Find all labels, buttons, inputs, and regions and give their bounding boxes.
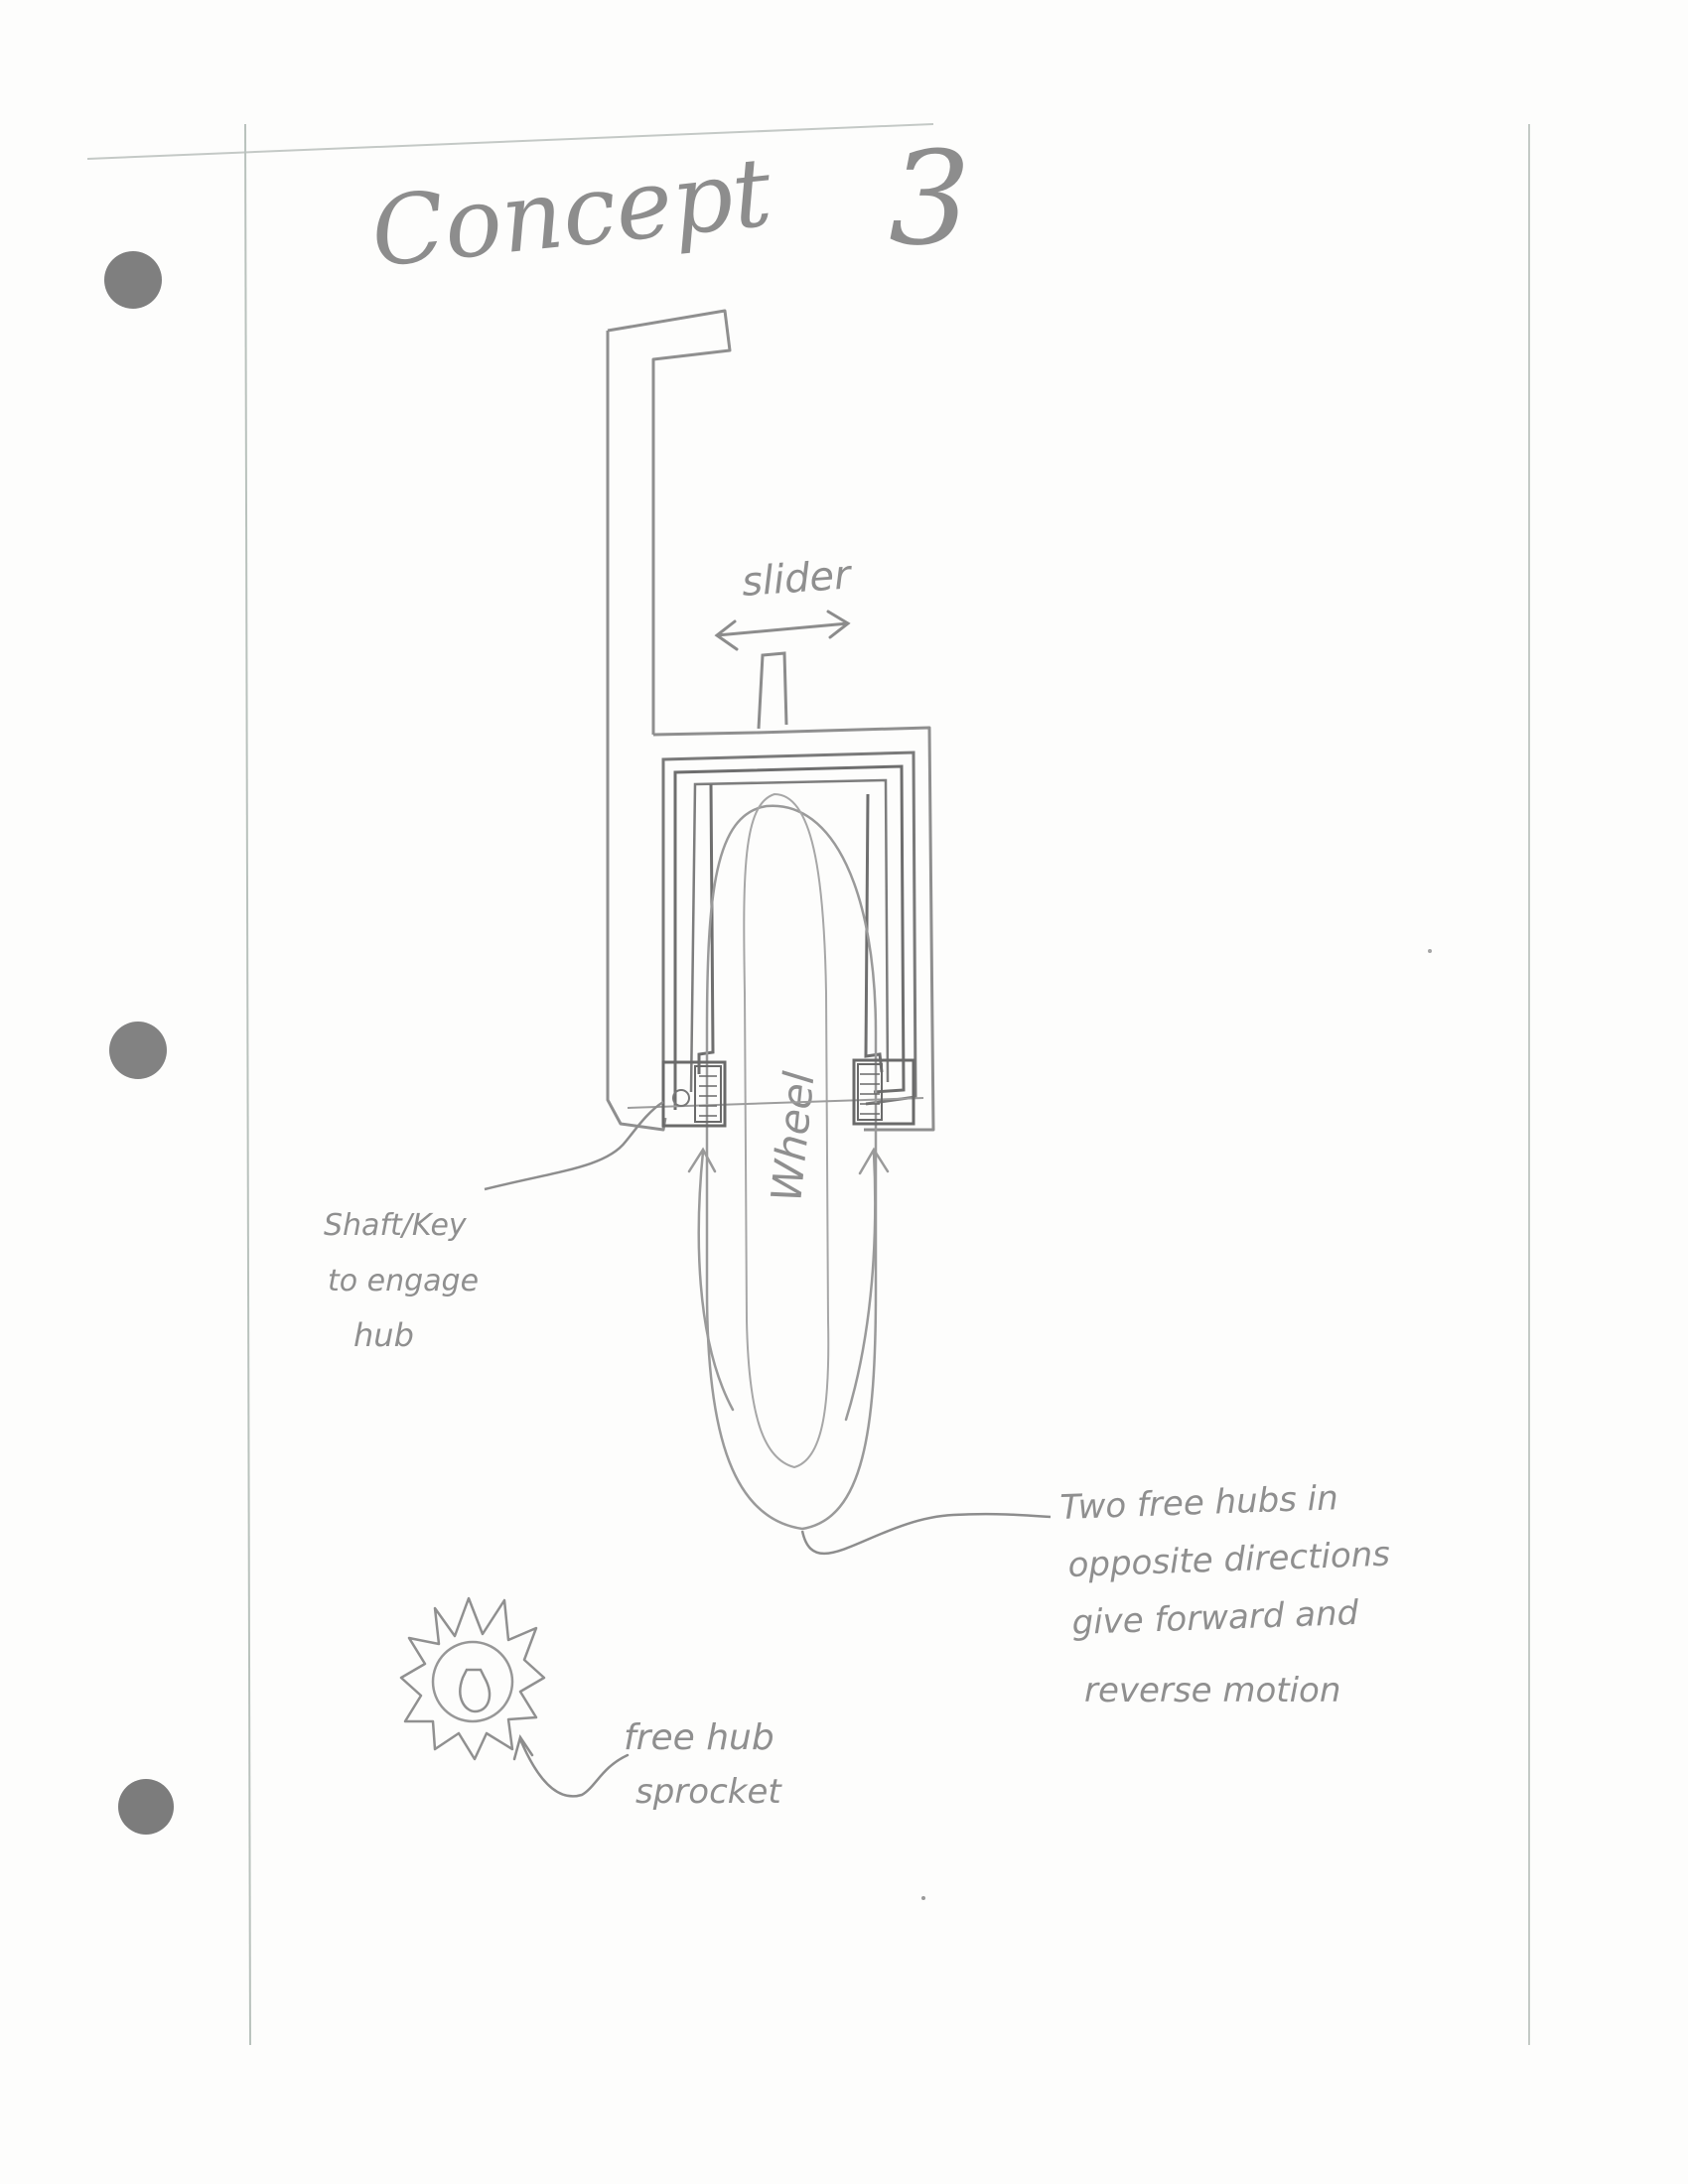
sprocket-label-line2: sprocket	[635, 1772, 782, 1812]
shaft-key-label-line3: hub	[353, 1316, 414, 1354]
top-rule-line	[87, 124, 933, 159]
slider-knob	[759, 653, 786, 729]
shaft-key-leader	[485, 1102, 663, 1189]
two-hubs-label-line2: opposite directions	[1067, 1535, 1391, 1585]
two-hubs-label-line3: give forward and	[1071, 1593, 1359, 1643]
shaft-key-label-line2: to engage	[328, 1264, 479, 1298]
page-title: Concept	[366, 136, 777, 289]
two-hubs-label-line1: Two free hubs in	[1059, 1478, 1338, 1528]
concept-number: 3	[889, 123, 971, 274]
left-free-hub	[663, 1062, 725, 1126]
sprocket-label-line1: free hub	[624, 1717, 774, 1758]
left-margin-line	[245, 124, 250, 2045]
punch-hole-bottom	[118, 1779, 174, 1835]
shaft-key-label-line1: Shaft/Key	[324, 1208, 468, 1243]
punch-hole-middle	[109, 1022, 167, 1079]
two-hubs-label-line4: reverse motion	[1084, 1671, 1340, 1710]
fork-frame-inner	[691, 780, 888, 1092]
stray-mark	[1428, 949, 1432, 953]
handle-outline	[608, 311, 933, 1130]
punch-hole-top	[104, 251, 162, 309]
slider-label: slider	[740, 552, 854, 606]
wheel-label: Wheel	[762, 1069, 824, 1204]
arrow-to-right-hub	[846, 1150, 888, 1420]
sprocket-leader	[514, 1737, 628, 1796]
two-hubs-leader	[802, 1514, 1051, 1554]
stray-mark	[921, 1896, 925, 1900]
sprocket-drawing	[401, 1598, 544, 1759]
slider-arrow	[717, 612, 848, 649]
